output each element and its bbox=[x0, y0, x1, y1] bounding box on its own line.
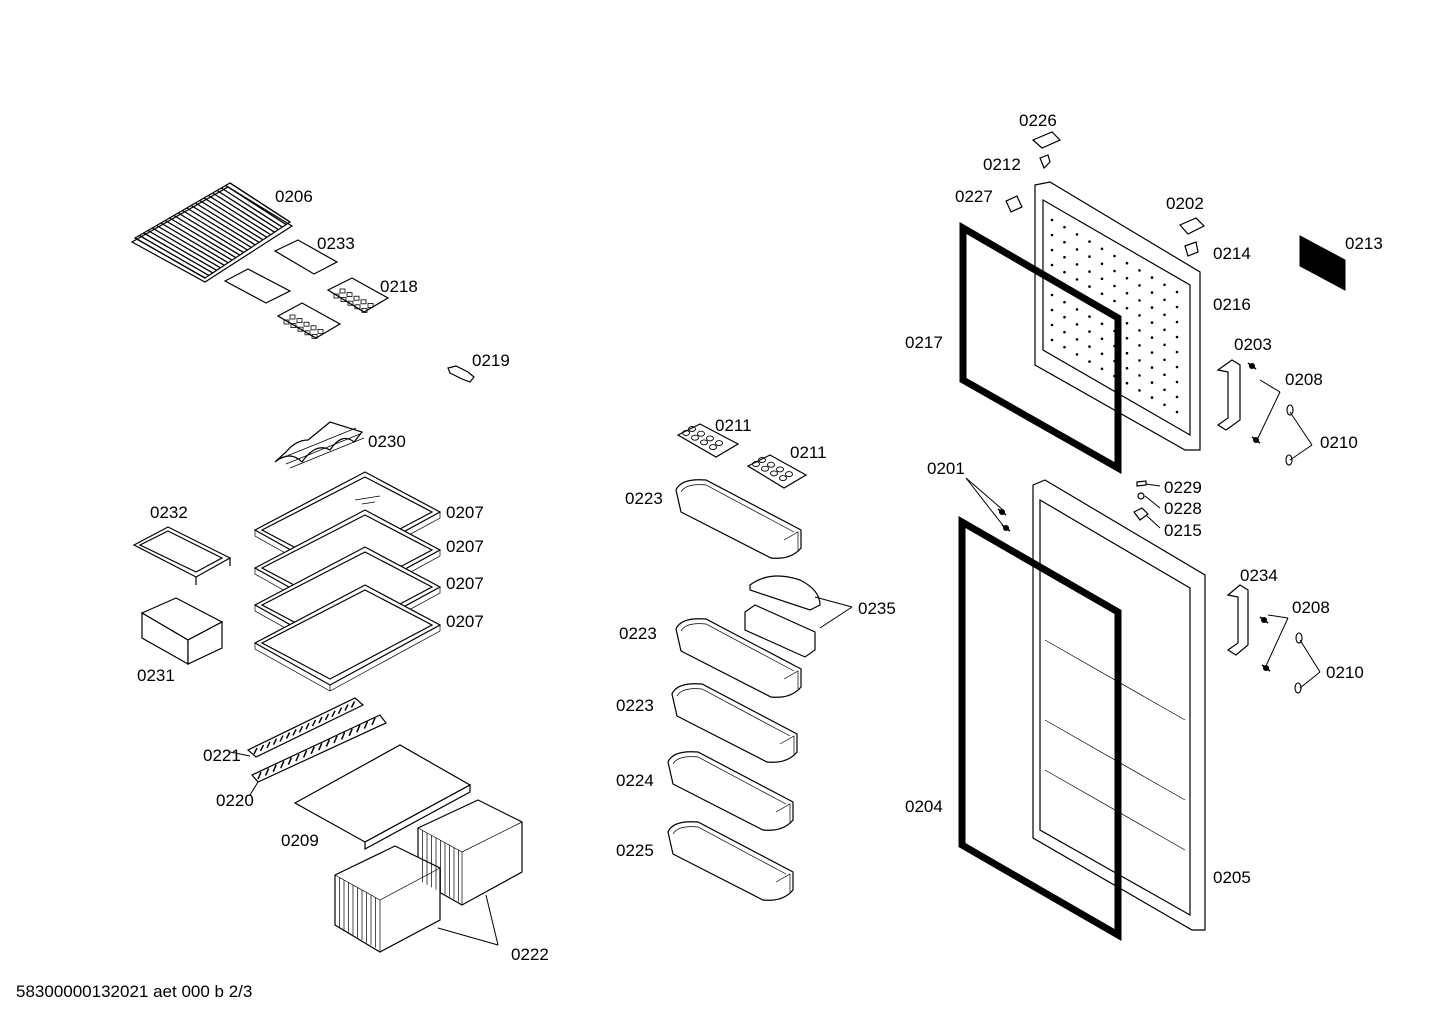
part-0233-panels bbox=[223, 239, 339, 304]
label-0218: 0218 bbox=[380, 277, 418, 296]
part-0223-0224-0225-door-bins bbox=[667, 479, 802, 901]
part-0221-0220-strips bbox=[246, 697, 387, 783]
label-0225: 0225 bbox=[616, 841, 654, 860]
part-number-labels: 0206 0233 0218 0219 0230 0232 0207 0207 … bbox=[137, 111, 1383, 964]
label-0235: 0235 bbox=[858, 599, 896, 618]
label-0205: 0205 bbox=[1213, 868, 1251, 887]
label-0228: 0228 bbox=[1164, 499, 1202, 518]
label-0234: 0234 bbox=[1240, 566, 1278, 585]
part-0217-freezer-gasket bbox=[959, 221, 1122, 475]
label-0214: 0214 bbox=[1213, 244, 1251, 263]
label-0232: 0232 bbox=[150, 503, 188, 522]
label-0209: 0209 bbox=[281, 831, 319, 850]
part-0209-crisper-cover bbox=[293, 744, 472, 851]
part-0204-fridge-gasket bbox=[958, 515, 1122, 942]
label-0227: 0227 bbox=[955, 187, 993, 206]
label-0210-1: 0210 bbox=[1320, 433, 1358, 452]
label-0207-1: 0207 bbox=[446, 503, 484, 522]
label-0212: 0212 bbox=[983, 155, 1021, 174]
label-0208-1: 0208 bbox=[1285, 370, 1323, 389]
label-0201: 0201 bbox=[927, 459, 965, 478]
label-0216: 0216 bbox=[1213, 295, 1251, 314]
part-0211-egg-trays bbox=[676, 423, 808, 489]
label-0220: 0220 bbox=[216, 791, 254, 810]
label-0226: 0226 bbox=[1019, 111, 1057, 130]
label-0211-1: 0211 bbox=[715, 416, 752, 435]
part-0206-wire-shelf bbox=[130, 182, 294, 283]
label-0229: 0229 bbox=[1164, 478, 1202, 497]
document-code: 58300000132021 aet 000 b 2/3 bbox=[16, 982, 252, 1001]
label-0207-3: 0207 bbox=[446, 574, 484, 593]
label-0224: 0224 bbox=[616, 771, 654, 790]
part-0230-bottle-rack bbox=[274, 421, 365, 469]
label-0233: 0233 bbox=[317, 234, 355, 253]
label-0207-4: 0207 bbox=[446, 612, 484, 631]
part-hinges-and-screws bbox=[997, 131, 1346, 694]
part-0222-crisper-drawers bbox=[334, 799, 523, 953]
label-0203: 0203 bbox=[1234, 335, 1272, 354]
label-0223-1: 0223 bbox=[625, 489, 663, 508]
label-0230: 0230 bbox=[368, 432, 406, 451]
label-0219: 0219 bbox=[472, 351, 510, 370]
part-0231-small-container bbox=[140, 597, 224, 666]
label-0231: 0231 bbox=[137, 666, 175, 685]
label-0210-2: 0210 bbox=[1326, 663, 1364, 682]
part-0218-ice-trays bbox=[276, 277, 390, 339]
label-0208-2: 0208 bbox=[1292, 598, 1330, 617]
part-0232-small-shelf bbox=[132, 526, 232, 585]
label-0223-3: 0223 bbox=[616, 696, 654, 715]
part-0219-ice-scraper bbox=[447, 365, 475, 383]
label-0221: 0221 bbox=[203, 746, 241, 765]
label-0206: 0206 bbox=[275, 187, 313, 206]
part-0235-small-bin-cover bbox=[744, 575, 821, 658]
label-0217: 0217 bbox=[905, 333, 943, 352]
label-0207-2: 0207 bbox=[446, 537, 484, 556]
label-0223-2: 0223 bbox=[619, 624, 657, 643]
label-0204: 0204 bbox=[905, 797, 943, 816]
label-0222: 0222 bbox=[511, 945, 549, 964]
label-0215: 0215 bbox=[1164, 521, 1202, 540]
label-0213: 0213 bbox=[1345, 234, 1383, 253]
leader-lines bbox=[229, 379, 1321, 946]
label-0202: 0202 bbox=[1166, 194, 1204, 213]
label-0211-2: 0211 bbox=[790, 443, 827, 462]
part-0207-glass-shelves bbox=[253, 471, 442, 692]
